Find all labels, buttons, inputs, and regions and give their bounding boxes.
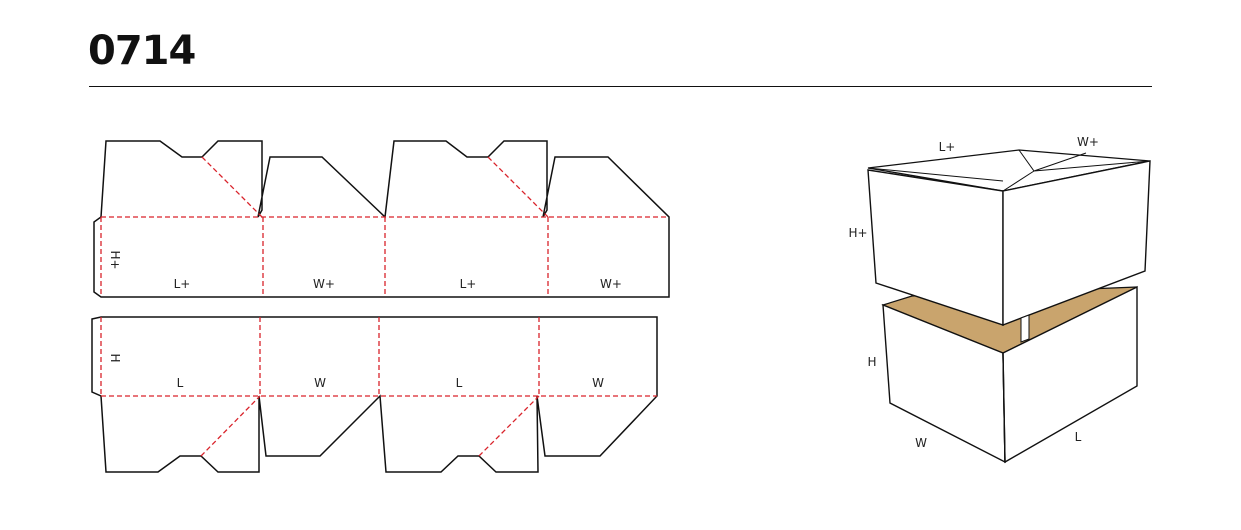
base-corner-fold-1 <box>200 395 261 457</box>
lid-3d-height-label: H+ <box>848 226 867 240</box>
lid-right-face <box>1002 160 1151 327</box>
base-3d-width-label: W <box>915 436 927 450</box>
lid-3d-width-label: W+ <box>1077 135 1099 149</box>
lid-net-outline <box>93 140 670 298</box>
lid-corner-fold-1 <box>201 156 263 218</box>
base-3d-height-label: H <box>867 355 876 369</box>
base-panel-label-3: L <box>456 376 463 390</box>
base-net-outline <box>91 316 658 473</box>
lid-corner-fold-2 <box>487 156 549 218</box>
title-divider <box>89 86 1152 87</box>
lid-3d-view: L+ W+ H+ <box>848 135 1151 343</box>
lid-panel-label-4: W+ <box>600 277 622 291</box>
base-panel-label-4: W <box>592 376 604 390</box>
lid-panel-label-2: W+ <box>313 277 335 291</box>
lid-panel-label-3: L+ <box>460 277 477 291</box>
base-front-edge <box>1002 352 1006 463</box>
lid-3d-length-label: L+ <box>939 140 956 154</box>
lid-left-face <box>867 169 1004 326</box>
base-height-label: H <box>108 353 122 362</box>
lid-joint-tab <box>1020 314 1030 343</box>
lid-height-label: H+ <box>108 250 122 269</box>
page-title: 0714 <box>88 28 196 74</box>
base-net: H L W L W <box>91 316 658 473</box>
lid-net: H+ L+ W+ L+ W+ <box>93 140 670 298</box>
base-panel-label-2: W <box>314 376 326 390</box>
base-3d-length-label: L <box>1075 430 1082 444</box>
base-corner-fold-2 <box>478 395 540 457</box>
lid-panel-label-1: L+ <box>174 277 191 291</box>
lid-flap-creases <box>867 149 1151 192</box>
base-panel-label-1: L <box>177 376 184 390</box>
